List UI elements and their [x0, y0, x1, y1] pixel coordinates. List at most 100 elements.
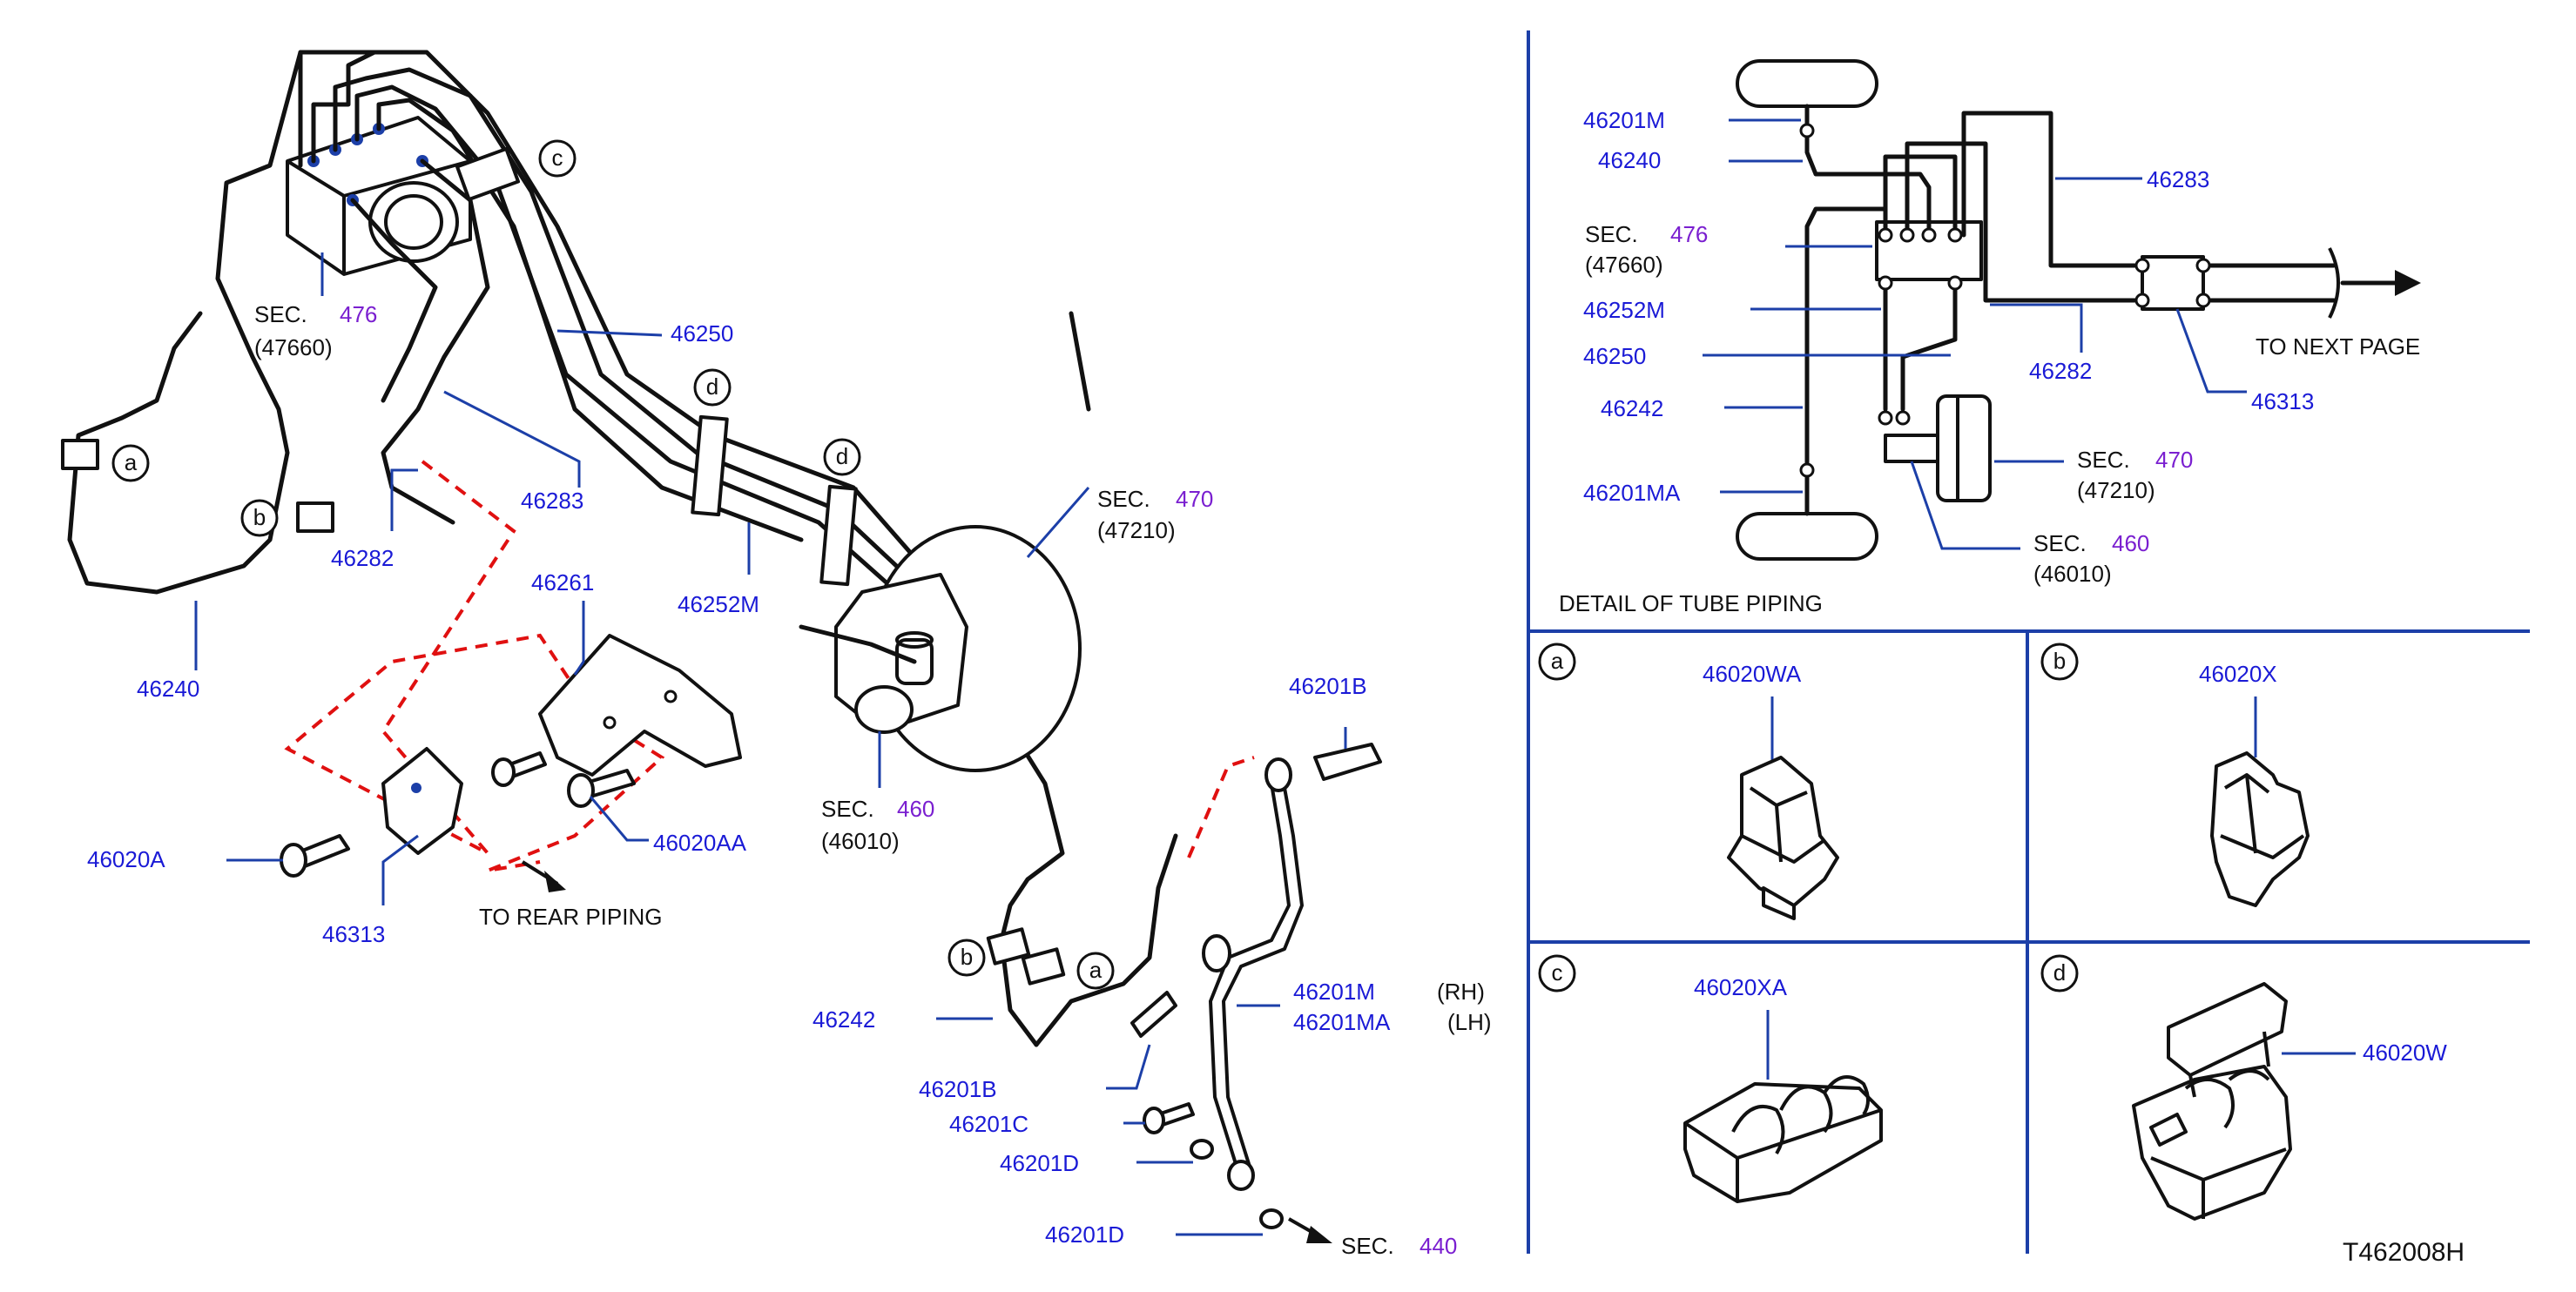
brake-hose	[1130, 743, 1382, 1229]
label-lh: (LH)	[1447, 1009, 1492, 1035]
label-46252m: 46252M	[678, 591, 759, 617]
detail-booster	[1936, 394, 1992, 502]
detail-label-46252m: 46252M	[1583, 297, 1665, 323]
label-rh: (RH)	[1437, 979, 1485, 1005]
detail-junction	[2141, 255, 2205, 311]
label-46201m: 46201M	[1293, 979, 1375, 1005]
clip-panel-a-part: 46020WA	[1703, 661, 1802, 687]
label-sec470-sub: (47210)	[1097, 517, 1176, 543]
label-sec476-sub: (47660)	[254, 334, 333, 360]
clip-c	[455, 146, 521, 202]
arrowhead-sec440	[1306, 1226, 1332, 1243]
clip-panel-b-key: b	[2053, 648, 2066, 674]
detail-label-46240: 46240	[1598, 147, 1661, 173]
detail-label-next-page: TO NEXT PAGE	[2256, 333, 2420, 360]
detail-label-sec470-sub: (47210)	[2077, 477, 2155, 503]
clip-panel-a-key: a	[1551, 648, 1564, 674]
label-46201ma: 46201MA	[1293, 1009, 1391, 1035]
brake-booster	[799, 525, 1082, 772]
label-46282: 46282	[331, 545, 394, 571]
label-sec460-num: 460	[897, 796, 934, 822]
callout-a-2	[1076, 952, 1115, 990]
bolt-46261	[491, 751, 547, 787]
label-sec476-num: 476	[340, 301, 377, 327]
label-46201d-1: 46201D	[1000, 1150, 1079, 1176]
diagram-code: T462008H	[2343, 1238, 2465, 1267]
label-46283: 46283	[521, 488, 583, 514]
clip-panel-b: b 46020X	[2040, 643, 2310, 907]
callout-a-1-label: a	[125, 449, 138, 475]
detail-mc-body	[1884, 434, 1939, 463]
detail-label-46201m: 46201M	[1583, 107, 1665, 133]
callout-d-2-label: d	[836, 443, 848, 469]
label-46250: 46250	[671, 320, 733, 347]
detail-label-sec476-num: 476	[1670, 221, 1708, 247]
front-route-dashed	[1187, 756, 1255, 858]
detail-label-sec460-prefix: SEC.	[2033, 530, 2087, 556]
detail-label-46283: 46283	[2147, 166, 2209, 192]
clip-panel-d-key: d	[2053, 959, 2066, 986]
detail-label-sec460-sub: (46010)	[2033, 561, 2112, 587]
rear-route-dashed	[284, 460, 665, 872]
label-46020a: 46020A	[87, 846, 165, 872]
detail-tube-piping: 46201M 46240 SEC. 476 (47660) 46252M 462…	[1559, 59, 2421, 616]
clip-panel-c-part: 46020XA	[1694, 974, 1788, 1000]
callout-c	[538, 139, 577, 178]
label-sec460-prefix: SEC.	[821, 796, 874, 822]
arrowhead-rear	[544, 871, 566, 892]
detail-label-46201ma: 46201MA	[1583, 480, 1681, 506]
detail-label-sec470-prefix: SEC.	[2077, 447, 2130, 473]
callout-b-1-label: b	[253, 504, 266, 530]
callout-d-1	[693, 368, 732, 407]
detail-arrowhead	[2395, 270, 2421, 296]
label-sec440-prefix: SEC.	[1341, 1233, 1394, 1259]
detail-wheel-rear	[1736, 512, 1878, 561]
detail-label-46242: 46242	[1601, 395, 1663, 421]
clip-panel-d-part: 46020W	[2363, 1040, 2447, 1066]
callout-a-2-label: a	[1089, 957, 1103, 983]
bolt-46020a	[280, 834, 350, 878]
label-46240: 46240	[137, 676, 199, 702]
clip-panel-c-key: c	[1552, 959, 1563, 986]
clip-panel-b-part: 46020X	[2199, 661, 2277, 687]
label-46313: 46313	[322, 921, 385, 947]
leader-lines	[194, 252, 1347, 1236]
main-view: c d d a b b a SEC. 476 (47660) 46250 462…	[61, 50, 1492, 1259]
detail-label-46282: 46282	[2029, 358, 2092, 384]
bolt-46020aa	[567, 769, 636, 808]
callout-d-2	[823, 438, 861, 476]
clip-panel-d: d 46020W	[2040, 954, 2447, 1221]
clip-d-2	[819, 484, 858, 587]
label-46201b-top: 46201B	[1289, 673, 1367, 699]
clip-d-1	[691, 414, 729, 517]
detail-label-sec470-num: 470	[2155, 447, 2193, 473]
clip-b-left	[296, 501, 334, 533]
clip-b-front	[986, 927, 1031, 966]
callout-b-1	[240, 499, 279, 537]
clip-a-front	[1021, 947, 1066, 986]
label-sec470-num: 470	[1176, 486, 1213, 512]
label-46020aa: 46020AA	[653, 830, 747, 856]
label-sec440-num: 440	[1419, 1233, 1457, 1259]
label-46201b-low: 46201B	[919, 1076, 997, 1102]
detail-label-46313: 46313	[2251, 388, 2314, 414]
detail-label-sec476-prefix: SEC.	[1585, 221, 1638, 247]
label-46201c: 46201C	[949, 1111, 1028, 1137]
callout-d-1-label: d	[706, 373, 718, 400]
label-46201d-2: 46201D	[1045, 1221, 1124, 1248]
label-sec470-prefix: SEC.	[1097, 486, 1150, 512]
detail-label-46250: 46250	[1583, 343, 1646, 369]
callout-b-2-label: b	[961, 944, 973, 970]
clip-a-left	[61, 439, 99, 470]
label-sec460-sub: (46010)	[821, 828, 900, 854]
junction-46313	[381, 747, 463, 855]
detail-label-sec476-sub: (47660)	[1585, 252, 1663, 278]
panel-frames	[1527, 30, 2530, 1254]
detail-label-sec460-num: 460	[2112, 530, 2149, 556]
detail-title: DETAIL OF TUBE PIPING	[1559, 590, 1823, 616]
bracket-46261	[538, 634, 742, 777]
label-to-rear-piping: TO REAR PIPING	[479, 904, 662, 930]
clip-panel-a: a 46020WA	[1538, 643, 1839, 920]
callout-c-label: c	[552, 145, 563, 171]
